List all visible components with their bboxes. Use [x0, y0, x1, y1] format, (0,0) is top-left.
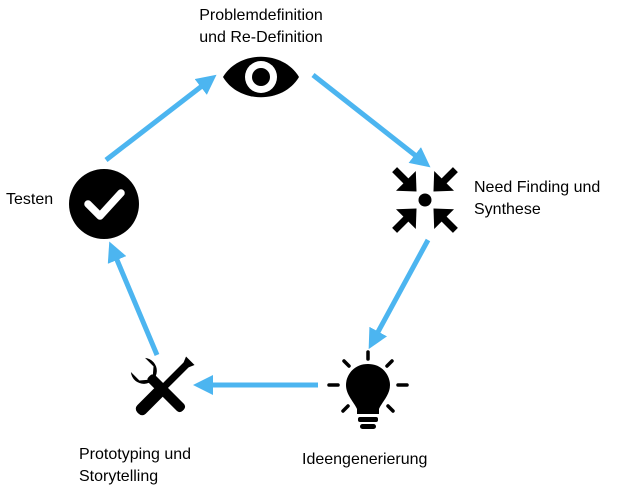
- label-need-finding: Need Finding und Synthese: [474, 177, 600, 221]
- tools-icon: [130, 356, 195, 416]
- label-prototyping: Prototyping und Storytelling: [79, 444, 191, 488]
- arrows-converge-icon: [392, 167, 458, 233]
- label-need-finding-line1: Need Finding und: [474, 179, 601, 196]
- eye-icon: [223, 56, 299, 98]
- label-ideengenerierung: Ideengenerierung: [302, 449, 427, 471]
- checkmark-circle-icon: [69, 169, 139, 239]
- label-problemdefinition: Problemdefinition und Re-Definition: [186, 5, 336, 49]
- arrow-prototype-to-test: [107, 241, 160, 356]
- cycle-arrows: [104, 73, 431, 395]
- label-prototyping-line2: Storytelling: [79, 468, 159, 485]
- arrow-need-to-idea: [368, 238, 431, 350]
- label-testen-line1: Testen: [6, 191, 54, 208]
- lightbulb-icon: [327, 350, 409, 429]
- arrow-problem-to-need: [311, 73, 431, 168]
- label-ideengenerierung-line1: Ideengenerierung: [302, 451, 428, 468]
- label-need-finding-line2: Synthese: [474, 201, 541, 218]
- arrow-test-to-problem: [104, 74, 217, 162]
- label-problemdefinition-line1: Problemdefinition: [199, 7, 323, 24]
- label-prototyping-line1: Prototyping und: [79, 446, 192, 463]
- label-problemdefinition-line2: und Re-Definition: [199, 29, 323, 46]
- label-testen: Testen: [6, 189, 53, 211]
